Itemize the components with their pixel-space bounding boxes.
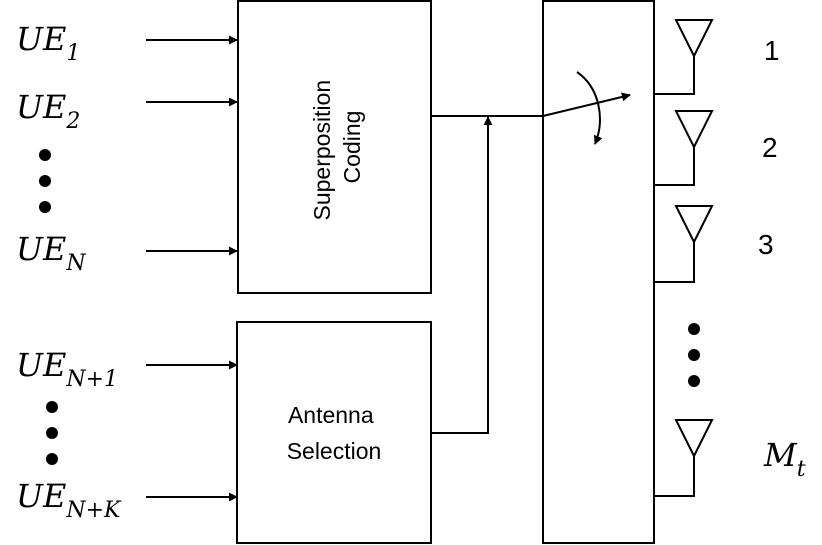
ellipsis-dots-lower [46, 401, 58, 465]
input-label-uenk: UEN+K [16, 477, 122, 523]
antenna-icon-mt [674, 419, 714, 459]
antenna-icon-2 [674, 110, 714, 150]
antenna-selection-block [236, 321, 432, 544]
rotation-arrow [576, 71, 603, 145]
antenna-feed-mt [654, 456, 695, 497]
antenna-ellipsis-dots [688, 323, 700, 387]
antenna-icon-1 [674, 19, 714, 59]
input-label-ue1: UE1 [16, 20, 80, 66]
superposition-coding-label: Superposition Coding [309, 73, 365, 220]
antenna-label-1: 1 [764, 35, 780, 66]
antenna-label-2: 2 [762, 132, 778, 163]
antenna-feed-3 [654, 242, 695, 283]
antenna-label-3: 3 [758, 229, 774, 260]
ellipsis-dots-upper [39, 149, 51, 213]
input-label-ue2: UE2 [16, 88, 80, 134]
superposition-coding-block [237, 0, 432, 294]
antenna-selection-control-arrow [431, 116, 493, 434]
input-label-uen1: UEN+1 [16, 346, 118, 392]
antenna-feed-1 [654, 56, 695, 95]
antenna-feed-2 [654, 147, 695, 186]
switch-arm-arrow [542, 92, 631, 117]
antenna-label-mt: Mt [763, 436, 806, 482]
antenna-selection-label: Antenna Selection [287, 402, 382, 464]
antenna-icon-3 [674, 205, 714, 245]
antenna-switch-block [542, 0, 655, 544]
input-label-uen: UEN [16, 230, 86, 276]
